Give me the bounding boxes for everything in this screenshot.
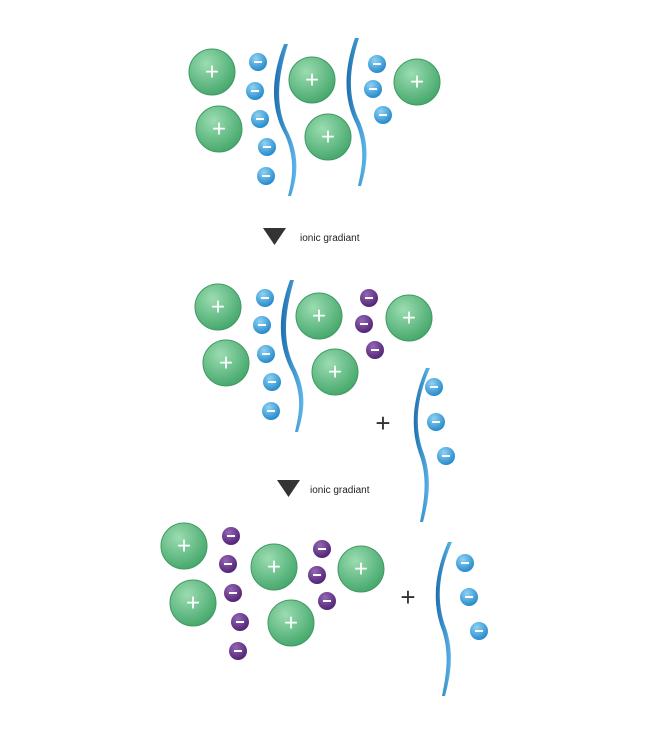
cation-sign: +	[402, 305, 416, 332]
membrane-icon	[435, 542, 452, 696]
blue-anion-icon	[253, 316, 271, 334]
purple-anion-icon	[219, 555, 237, 573]
cation-icon: +	[288, 56, 336, 104]
cation-sign: +	[211, 294, 225, 321]
purple-anion-icon	[308, 566, 326, 584]
cation-icon: +	[304, 113, 352, 161]
cation-icon: +	[202, 339, 250, 387]
purple-anion-icon	[224, 584, 242, 602]
membrane-icon	[413, 368, 430, 522]
panel-after-first-step: + + + + + +	[194, 280, 455, 522]
cation-sign: +	[328, 359, 342, 386]
blue-anion-icon	[425, 378, 443, 396]
cation-sign: +	[267, 554, 281, 581]
cation-icon: +	[169, 579, 217, 627]
blue-anion-icon	[456, 554, 474, 572]
cation-sign: +	[212, 116, 226, 143]
panel-final: + + + + + +	[160, 522, 488, 696]
cation-icon: +	[188, 48, 236, 96]
cation-sign: +	[284, 610, 298, 637]
cation-sign: +	[177, 533, 191, 560]
purple-anion-icon	[229, 642, 247, 660]
blue-anion-icon	[258, 138, 276, 156]
cation-sign: +	[410, 69, 424, 96]
cation-sign: +	[186, 590, 200, 617]
cation-icon: +	[385, 294, 433, 342]
blue-anion-icon	[257, 345, 275, 363]
cation-sign: +	[219, 350, 233, 377]
membrane-icon	[346, 38, 367, 186]
cation-icon: +	[337, 545, 385, 593]
blue-anion-icon	[368, 55, 386, 73]
blue-anion-icon	[263, 373, 281, 391]
blue-anion-icon	[364, 80, 382, 98]
purple-anion-icon	[360, 289, 378, 307]
cation-sign: +	[312, 303, 326, 330]
blue-anion-icon	[257, 167, 275, 185]
cation-sign: +	[305, 67, 319, 94]
blue-anion-icon	[262, 402, 280, 420]
membrane-icon	[280, 280, 304, 432]
membrane-icon	[273, 44, 297, 196]
cation-icon: +	[160, 522, 208, 570]
step-label: ionic gradiant	[300, 233, 360, 244]
blue-anion-icon	[427, 413, 445, 431]
purple-anion-icon	[231, 613, 249, 631]
purple-anion-icon	[366, 341, 384, 359]
purple-anion-icon	[222, 527, 240, 545]
down-arrow-icon	[277, 480, 300, 497]
step-arrow-2: ionic gradiant	[277, 480, 370, 497]
purple-anion-icon	[318, 592, 336, 610]
blue-anion-icon	[256, 289, 274, 307]
purple-anion-icon	[355, 315, 373, 333]
cation-sign: +	[354, 556, 368, 583]
panel-initial: + + + + +	[188, 38, 441, 196]
down-arrow-icon	[263, 228, 286, 245]
step-arrow-1: ionic gradiant	[263, 228, 360, 245]
cation-icon: +	[194, 283, 242, 331]
step-label: ionic gradiant	[310, 485, 370, 496]
blue-anion-icon	[249, 53, 267, 71]
plus-operator: +	[375, 408, 390, 438]
cation-icon: +	[393, 58, 441, 106]
blue-anion-icon	[460, 588, 478, 606]
cation-icon: +	[250, 543, 298, 591]
cation-icon: +	[267, 599, 315, 647]
purple-anion-icon	[313, 540, 331, 558]
cation-icon: +	[195, 105, 243, 153]
plus-operator: +	[400, 582, 415, 612]
blue-anion-icon	[470, 622, 488, 640]
cation-icon: +	[311, 348, 359, 396]
cation-icon: +	[295, 292, 343, 340]
blue-anion-icon	[246, 82, 264, 100]
blue-anion-icon	[374, 106, 392, 124]
cation-sign: +	[205, 59, 219, 86]
blue-anion-icon	[251, 110, 269, 128]
cation-sign: +	[321, 124, 335, 151]
blue-anion-icon	[437, 447, 455, 465]
